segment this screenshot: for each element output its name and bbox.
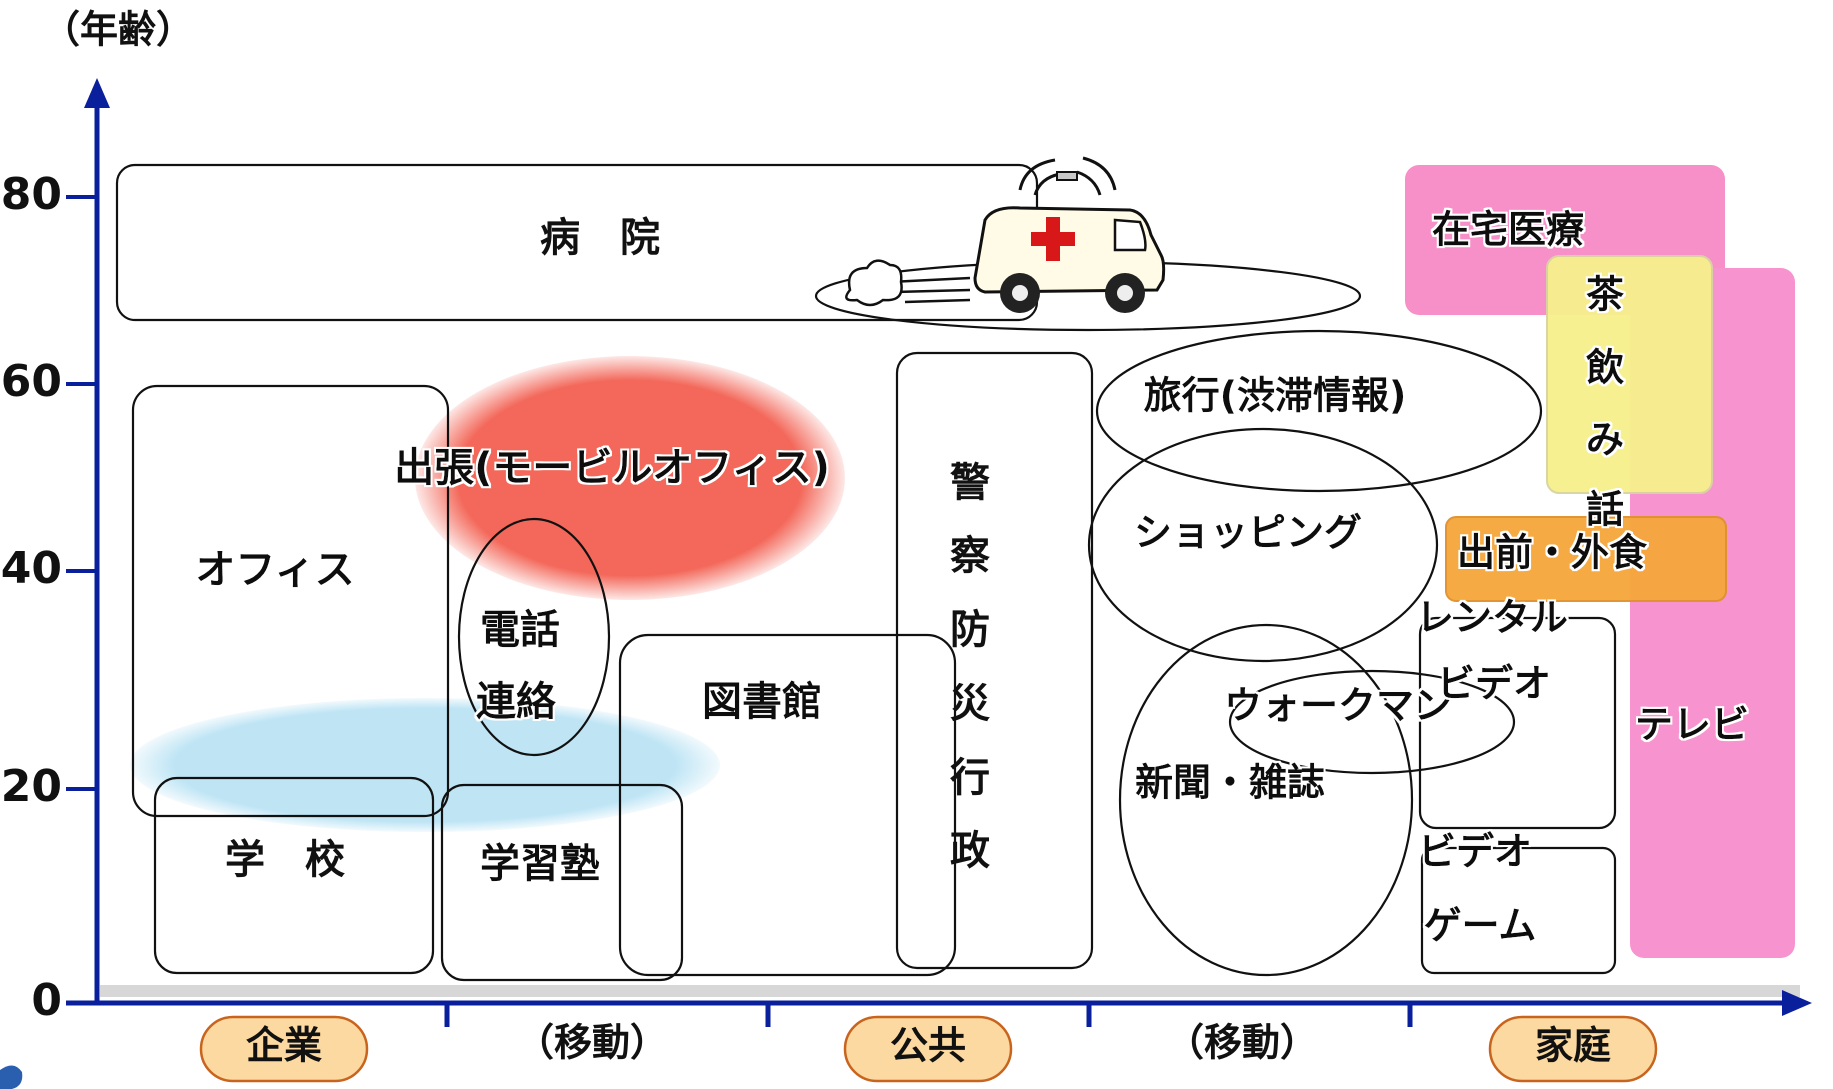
- category-enterprise: 企業: [246, 1024, 322, 1068]
- y-tick-60: 60: [1, 356, 62, 407]
- library-label: 図書館: [702, 679, 822, 725]
- library-box: [618, 633, 957, 977]
- category-pill-home: [1488, 1015, 1658, 1083]
- category-public: 公共: [890, 1024, 966, 1068]
- shopping-ellipse: [1087, 427, 1439, 663]
- cram-school-box: [440, 783, 684, 982]
- rental-label-1: レンタル: [1416, 596, 1568, 640]
- police-char-5: 行: [950, 755, 990, 801]
- delivery-region: [1445, 516, 1727, 602]
- police-box: [895, 351, 1094, 970]
- category-pill-enterprise: [199, 1015, 369, 1083]
- walkman-ellipse: [1228, 669, 1516, 775]
- travel-ellipse: [1095, 329, 1543, 493]
- logo-fragment-icon: [0, 1065, 23, 1089]
- police-char-1: 警: [950, 460, 990, 506]
- outline-shapes: [115, 163, 1617, 982]
- rental-label-2: ビデオ: [1437, 662, 1551, 706]
- cram-school-label: 学習塾: [480, 841, 600, 887]
- police-char-3: 防: [950, 607, 990, 653]
- police-char-4: 災: [950, 681, 990, 727]
- travel-label: 旅行(渋滞情報): [1144, 374, 1407, 418]
- phone-ellipse: [457, 517, 611, 757]
- videogame-label-2: ゲーム: [1424, 904, 1537, 948]
- student-region: [130, 698, 720, 832]
- x-axis-arrow-icon: [1782, 990, 1812, 1016]
- police-char-2: 察: [950, 533, 990, 579]
- category-transit-1: （移動）: [516, 1021, 668, 1065]
- tv-label: テレビ: [1635, 703, 1749, 747]
- business-trip-label: 出張(モービルオフィス): [394, 445, 830, 491]
- school-label: 学 校: [225, 837, 345, 883]
- tea-talk-char-1: 茶: [1586, 273, 1625, 317]
- x-axis-categories: 企業 （移動） 公共 （移動） 家庭: [199, 1015, 1658, 1083]
- school-box: [153, 776, 435, 975]
- office-label: オフィス: [195, 547, 354, 593]
- floor-band: [100, 985, 1800, 997]
- rental-box: [1418, 616, 1617, 830]
- category-home: 家庭: [1535, 1024, 1611, 1068]
- y-axis-arrow-icon: [84, 78, 110, 108]
- ambulance-icon: [845, 156, 1166, 313]
- category-pill-public: [843, 1015, 1013, 1083]
- tea-talk-char-3: み: [1586, 418, 1624, 462]
- y-tick-20: 20: [1, 761, 62, 812]
- business-trip-region: [415, 356, 845, 600]
- videogame-label-1: ビデオ: [1418, 830, 1532, 874]
- phone-label-1: 電話: [480, 607, 560, 653]
- videogame-box: [1420, 846, 1617, 975]
- hospital-label: 病 院: [540, 215, 660, 261]
- y-tick-80: 80: [1, 169, 62, 220]
- police-char-6: 政: [950, 828, 990, 874]
- newspaper-label: 新聞・雑誌: [1135, 761, 1325, 805]
- walkman-label: ウォークマン: [1224, 684, 1452, 728]
- office-box: [131, 384, 450, 818]
- tea-talk-region: [1546, 255, 1713, 494]
- y-tick-0: 0: [31, 975, 62, 1026]
- delivery-label: 出前・外食: [1457, 531, 1648, 575]
- y-axis-unit-label: （年齢）: [42, 8, 194, 52]
- y-tick-40: 40: [1, 543, 62, 594]
- tea-talk-char-4: 話: [1586, 488, 1624, 532]
- phone-label-2: 連絡: [476, 679, 557, 725]
- tea-talk-char-2: 飲: [1586, 346, 1625, 390]
- newspaper-ellipse: [1118, 623, 1414, 977]
- x-axis: [66, 990, 1812, 1027]
- y-axis: [66, 78, 110, 1003]
- home-care-label: 在宅医療: [1432, 208, 1585, 252]
- shopping-label: ショッピング: [1134, 511, 1362, 555]
- category-transit-2: （移動）: [1166, 1021, 1318, 1065]
